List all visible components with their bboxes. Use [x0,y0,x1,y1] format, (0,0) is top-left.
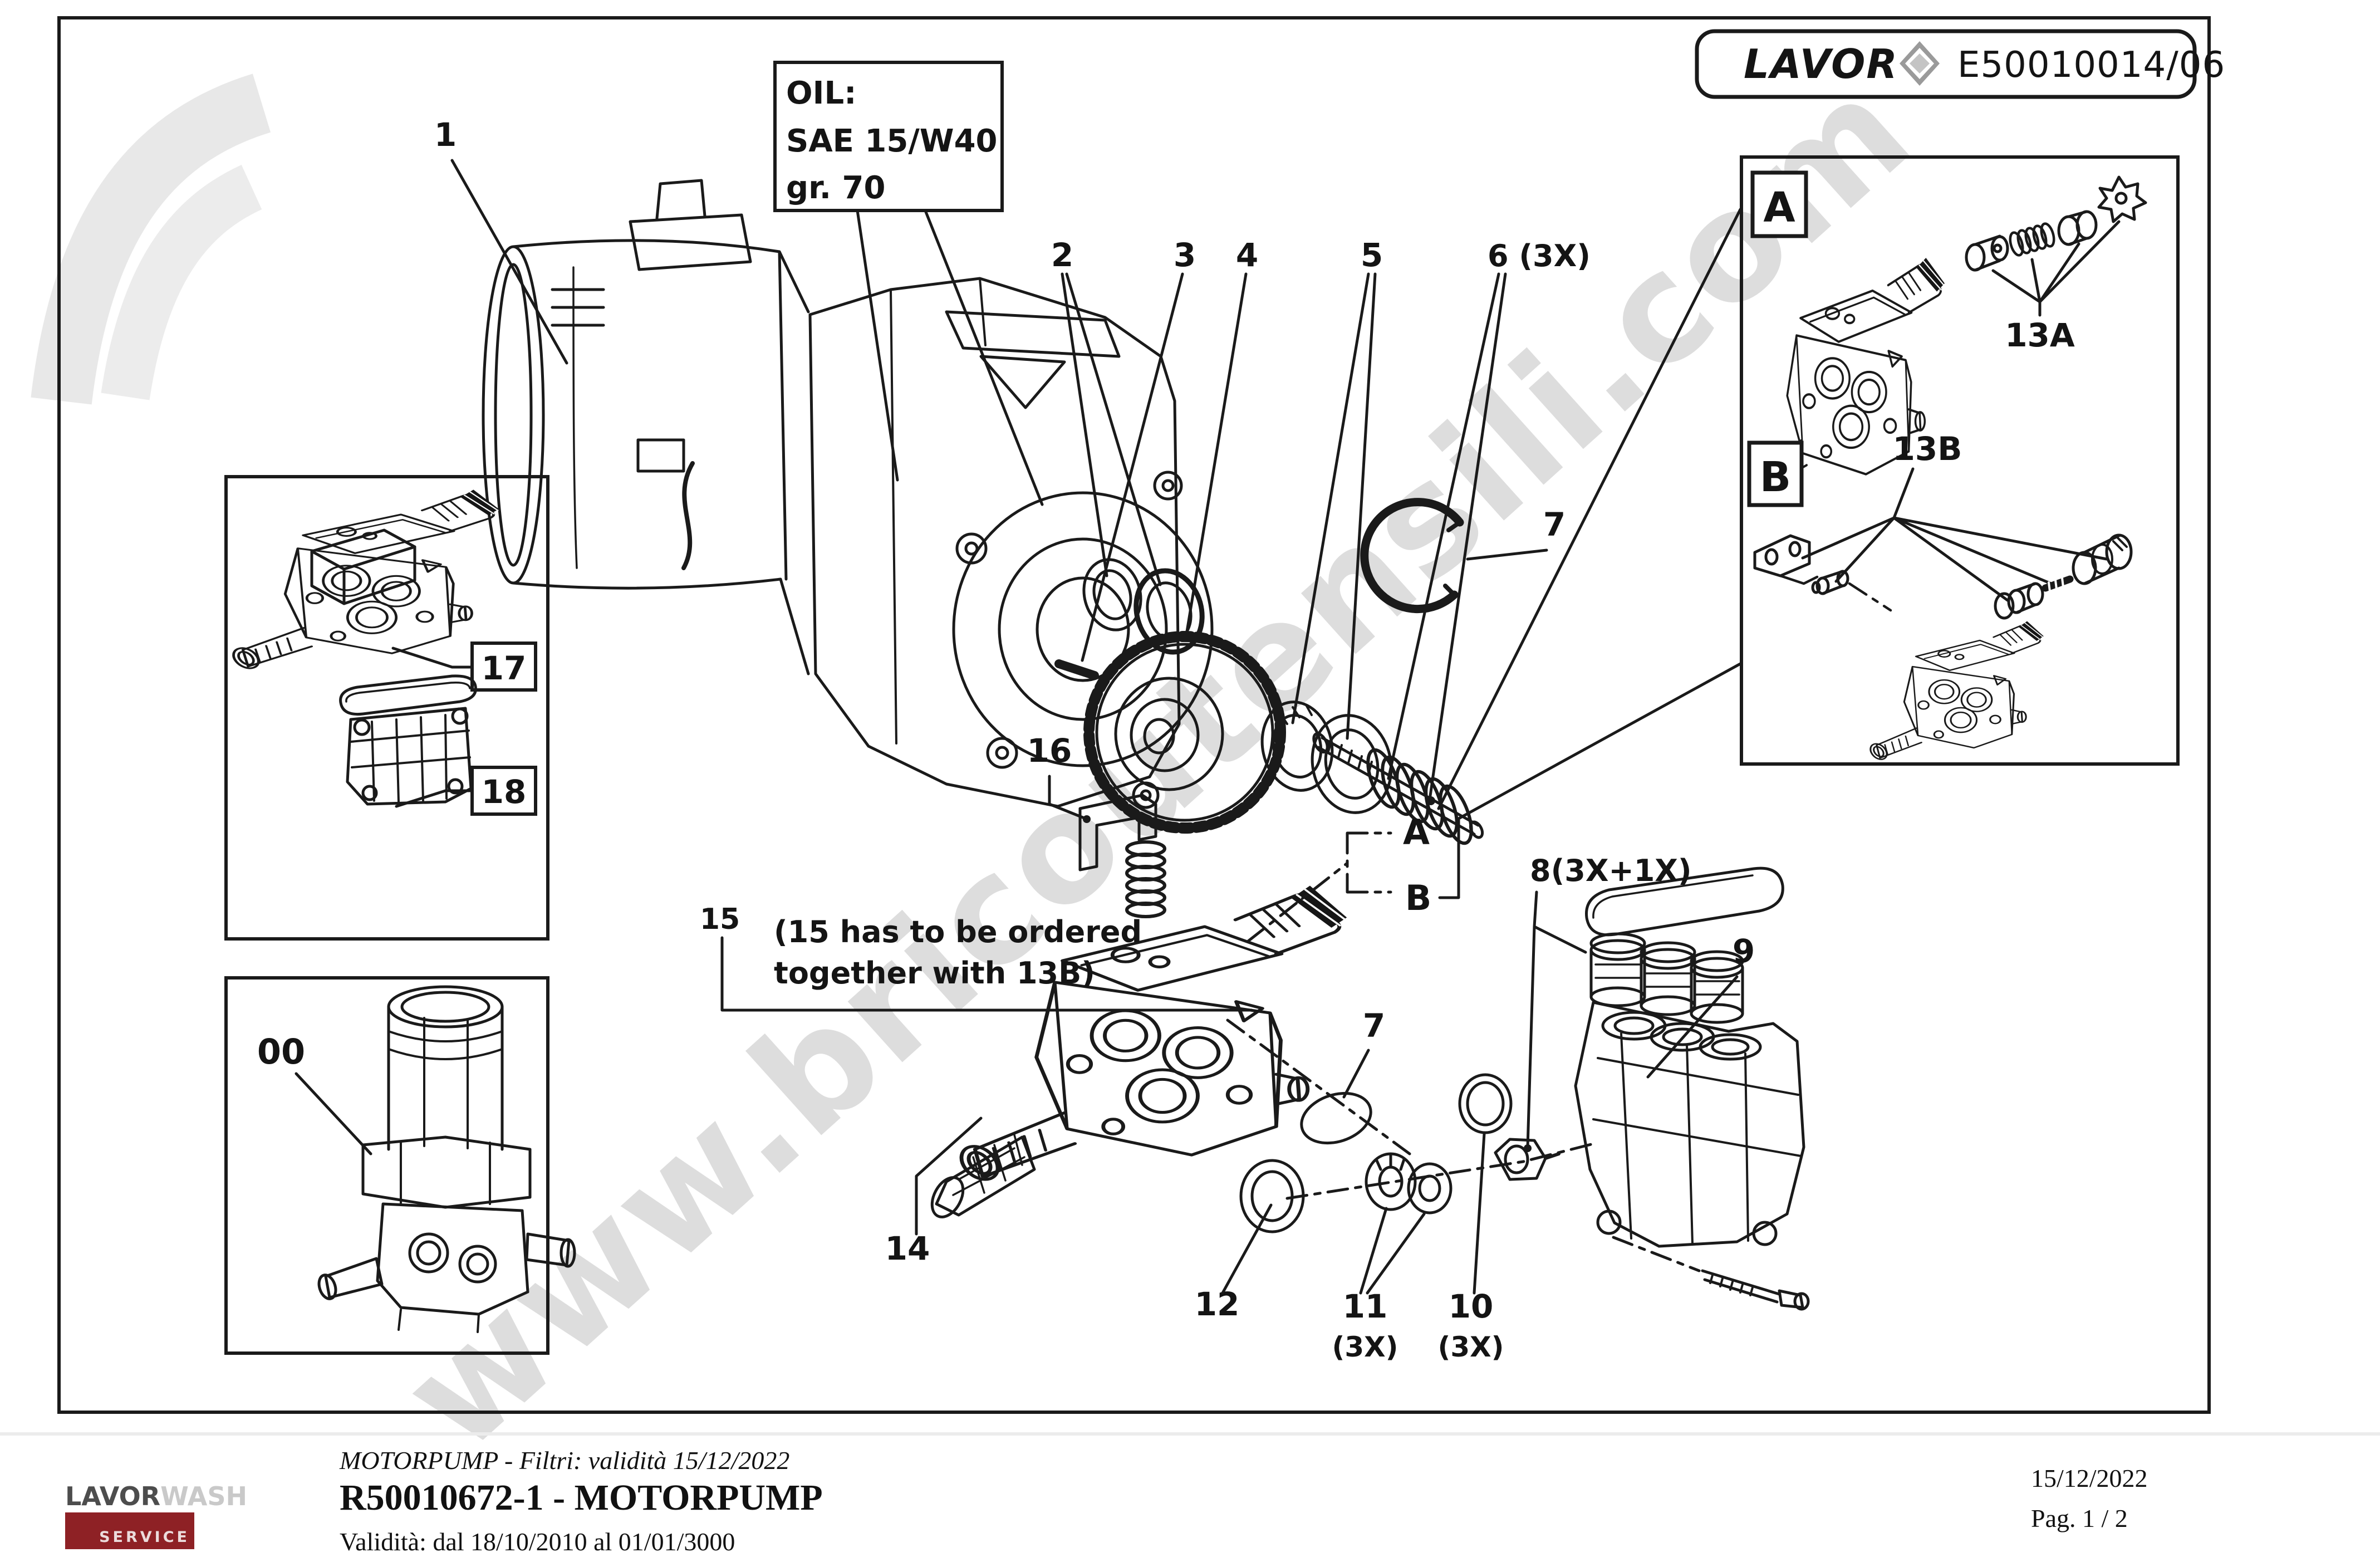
clip-16-drawing [1078,794,1166,918]
part-label-13A: 13A [2005,316,2075,354]
part-label-9: 9 [1733,932,1755,970]
part-label-8: 8(3X+1X) [1530,853,1692,888]
crankcase-drawing [808,277,1214,809]
watermark: www.bricoutensili.com [31,43,1944,1485]
part-label-3: 3 [1174,236,1196,274]
part-label-11-qty: (3X) [1332,1331,1398,1363]
footer-logo-wordmark: LAVORWASH [65,1481,247,1511]
part-label-10-qty: (3X) [1437,1331,1504,1363]
part-label-17: 17 [482,649,527,687]
note-15-line1: (15 has to be ordered [774,914,1142,949]
oil-note: OIL: SAE 15/W40 gr. 70 [773,61,1044,506]
footer-logo-wash: WASH [160,1481,248,1511]
shaft-parts-drawing [1054,498,1484,845]
footer-series-note: MOTORPUMP - Filtri: validità 15/12/2022 [340,1446,790,1475]
footer-logo-lavor: LAVOR [65,1481,161,1511]
assembly-00-drawing [317,985,576,1333]
central-assembly: 16 15 (15 has to be ordered together wit… [700,208,1742,1363]
part-label-6: 6 (3X) [1488,238,1591,273]
footer-logo-service-box: SERVICE [65,1512,194,1549]
parts-13A-drawing [1965,175,2147,272]
valve-and-housing: 8(3X+1X) 9 [1524,853,1810,1311]
footer-doc-title: R50010672-1 - MOTORPUMP [340,1477,823,1518]
footer-logo-service: SERVICE [99,1529,190,1546]
ref-label-A: A [1403,812,1430,853]
footer-validity: Validità: dal 18/10/2010 al 01/01/3000 [340,1527,735,1556]
part-label-15: 15 [700,903,740,936]
part-label-7b: 7 [1363,1007,1385,1045]
part-label-13B: 13B [1893,430,1962,468]
footer-logo: LAVORWASH SERVICE [65,1481,247,1551]
housing-9-drawing [1574,1001,1805,1248]
footer-date: 15/12/2022 [2031,1464,2148,1492]
bolt-drawing [1701,1269,1810,1311]
callout-labels-top: 1 2 3 4 5 6 (3X) 7 [434,116,1591,805]
detail-box-AB: A 13A B 13B [1740,155,2180,766]
footer-page-number: Pag. 1 / 2 [2031,1504,2128,1532]
footer-separator [0,1432,2380,1436]
part-label-14: 14 [885,1230,930,1267]
oil-line2: SAE 15/W40 [786,123,998,159]
brand-logo-text: LAVOR [1744,41,1898,87]
part-label-4: 4 [1236,236,1258,274]
part-label-12: 12 [1195,1285,1240,1323]
motor-drawing [482,179,810,675]
cover-18-drawing [339,674,477,806]
brand-box: LAVOR E50010014/06 [1695,29,2225,99]
part-label-11: 11 [1343,1287,1388,1325]
page-border [57,16,2211,1414]
part-label-18: 18 [482,773,527,811]
part-label-2: 2 [1051,236,1073,274]
valve-set-8-drawing [1585,866,1784,1024]
oil-line3: gr. 70 [786,170,885,206]
part-label-1: 1 [434,116,457,154]
filter-14-drawing [930,1134,1036,1218]
part-label-00: 00 [257,1031,305,1072]
box-label-B: B [1760,453,1791,501]
detail-box-00: 00 [224,976,576,1355]
doc-code: E50010014/06 [1957,45,2225,86]
part-label-5: 5 [1361,236,1383,274]
part-label-7: 7 [1543,506,1566,543]
parts-13B-drawing [1753,533,2133,620]
note-15-line2: together with 13B) [774,956,1095,991]
ref-label-B: B [1405,878,1431,918]
oil-line1: OIL: [786,75,857,111]
clip-17-drawing [310,528,416,605]
part-label-10: 10 [1449,1287,1494,1325]
plug-drawing [1494,1138,1561,1181]
brand-diamond-icon [1900,41,1940,86]
box-label-A: A [1763,184,1795,232]
part-label-16: 16 [1027,732,1072,770]
detail-box-17-18: 17 18 [224,475,549,941]
